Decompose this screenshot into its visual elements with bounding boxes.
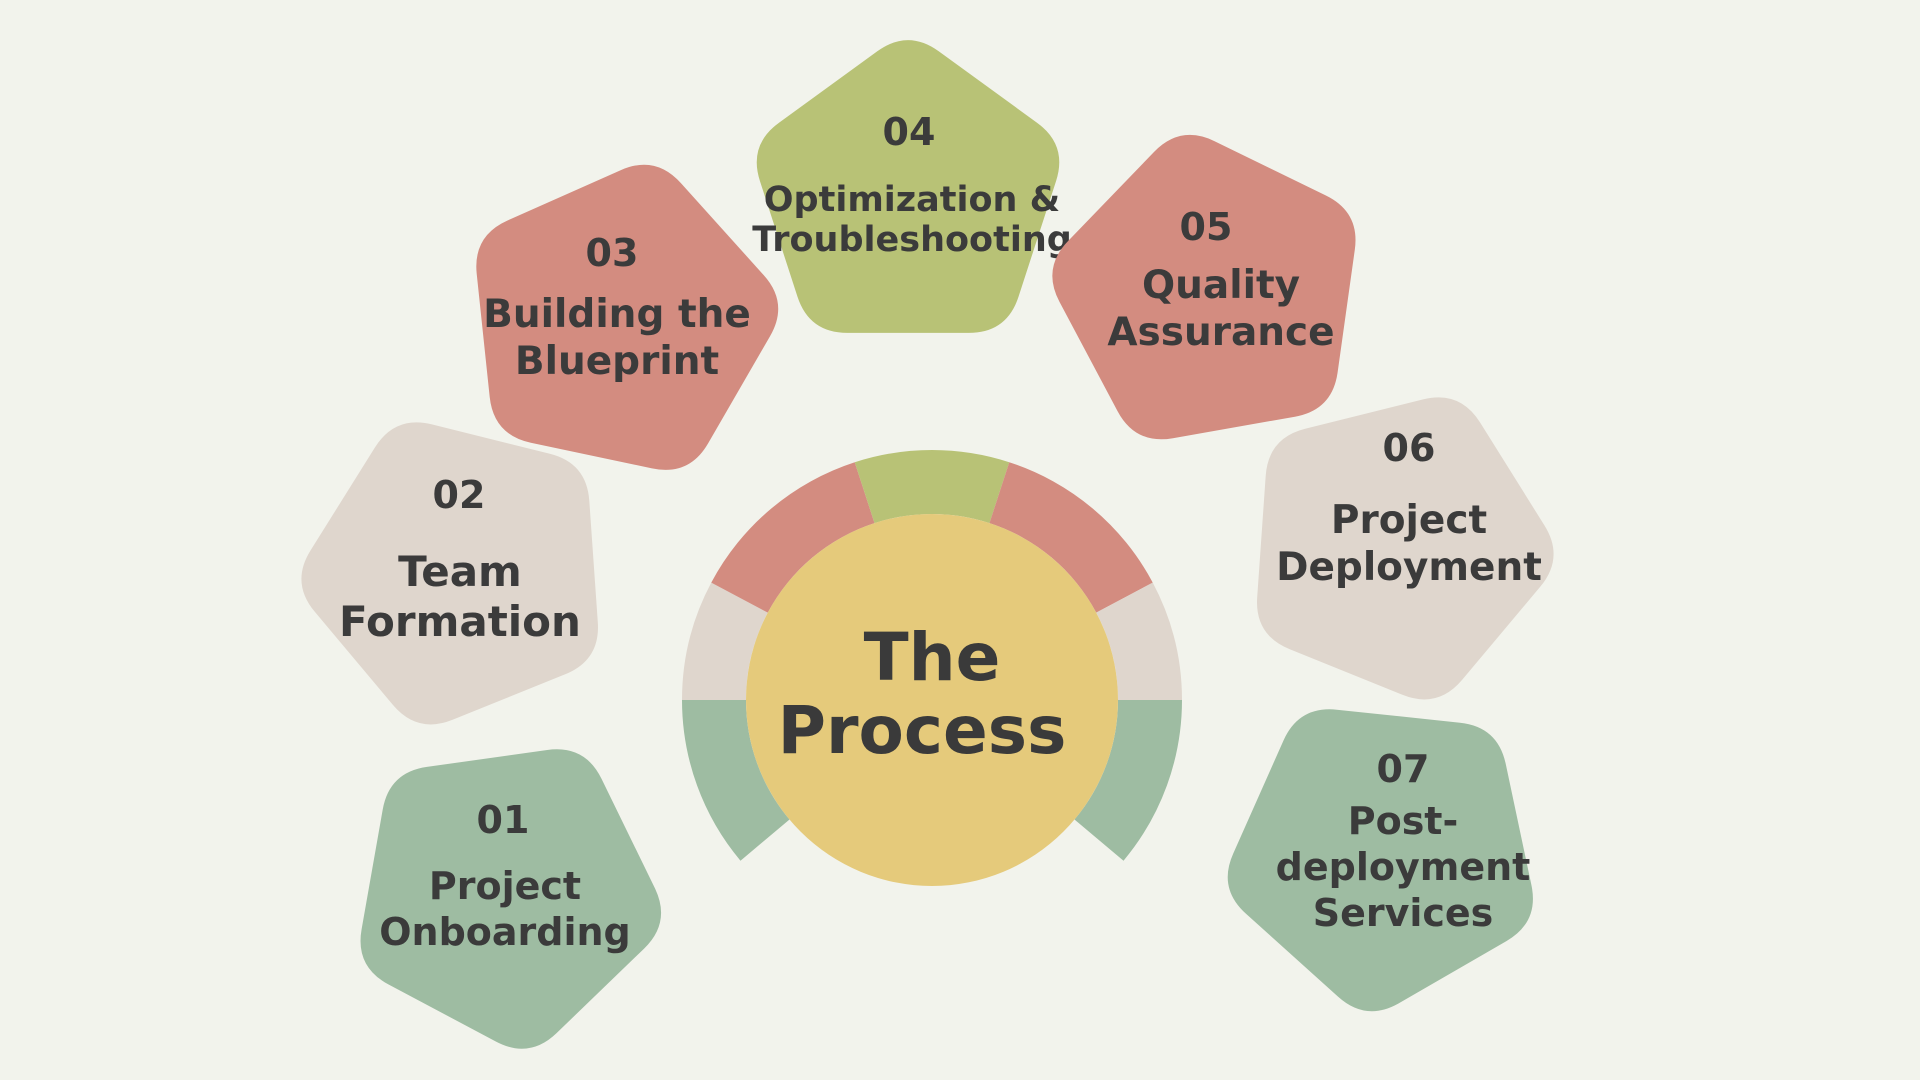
step-number: 07 [1377,747,1430,791]
ring-segment-4 [854,450,1010,524]
ring-segment-6 [1096,582,1182,700]
step-number: 05 [1180,205,1233,249]
step-label-line: Project [1331,498,1487,543]
center-ring [682,450,1182,861]
step-label-line: Services [1313,891,1494,935]
step-label-line: Blueprint [515,339,719,384]
center-circle [746,514,1118,886]
ring-segment-2 [682,582,768,700]
step-label-line: Optimization & [764,180,1060,220]
step-label-line: Project [429,864,581,908]
step-label-line: Quality [1142,263,1300,308]
step-label-line: Post- [1348,799,1459,843]
step-label-line: Assurance [1107,310,1334,355]
step-number: 04 [883,110,936,154]
step-pentagon [476,164,779,470]
step-pentagon [1227,709,1533,1012]
step-label-line: Deployment [1276,545,1542,590]
step-number: 02 [433,473,486,517]
center-title-line-2: Process [778,692,1067,769]
step-pentagon [360,749,662,1049]
step-pentagon [1052,134,1356,440]
step-pentagon [756,40,1060,333]
ring-segment-7 [1074,700,1182,861]
step-number: 06 [1383,426,1436,470]
process-steps: 01ProjectOnboarding02TeamFormation03Buil… [301,40,1554,1049]
center-title-line-1: The [864,619,1001,696]
step-label-line: Team [398,547,522,596]
step-pentagon [1257,397,1554,700]
step-number: 03 [586,231,639,275]
step-label-line: Building the [483,292,751,337]
step-label-line: Troubleshooting [752,220,1072,260]
ring-segment-3 [711,462,875,613]
step-pentagon [301,422,598,725]
step-label-line: Onboarding [379,910,631,954]
step-label-line: deployment [1276,845,1531,889]
ring-segment-5 [989,462,1153,613]
step-number: 01 [477,798,530,842]
ring-segment-1 [682,700,790,861]
step-label-line: Formation [339,597,581,646]
